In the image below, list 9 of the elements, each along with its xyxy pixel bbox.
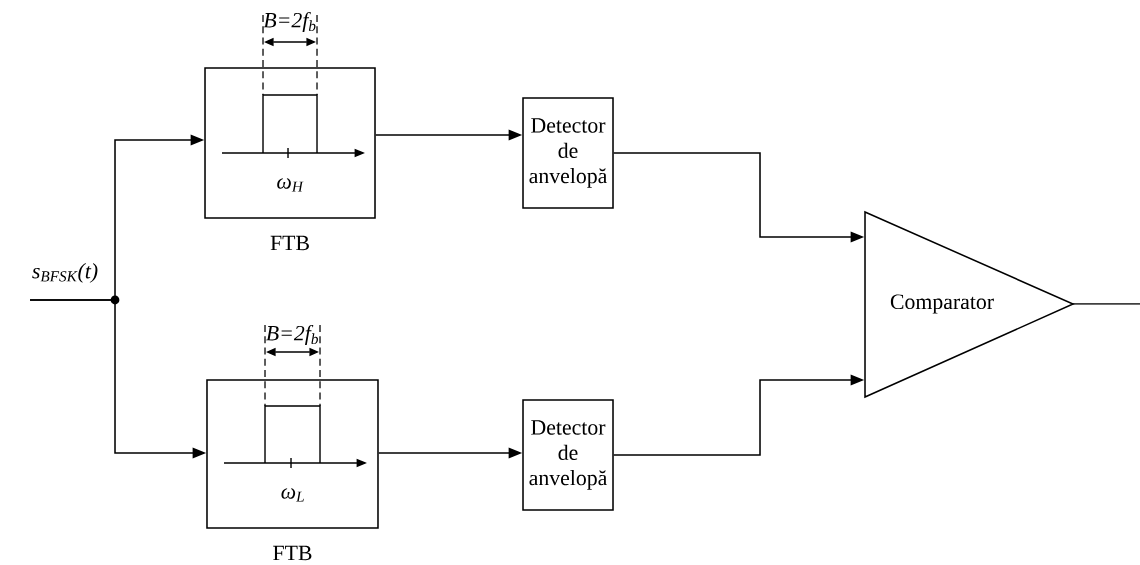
detector-box: Detector de anvelopă xyxy=(522,399,614,511)
detector-box: Detector de anvelopă xyxy=(522,97,614,209)
block-label: FTB xyxy=(270,235,309,251)
filter-box: ω$_{H}$ xyxy=(204,67,376,219)
bandwidth-label: B=2f$_{b}$ xyxy=(266,325,318,345)
signal-label: s$_{BFSK}$(t) xyxy=(32,263,98,283)
filter-box: ω$_{L}$ xyxy=(206,379,379,529)
bandwidth-label: B=2f$_{b}$ xyxy=(263,12,316,32)
block-label: FTB xyxy=(273,545,312,561)
